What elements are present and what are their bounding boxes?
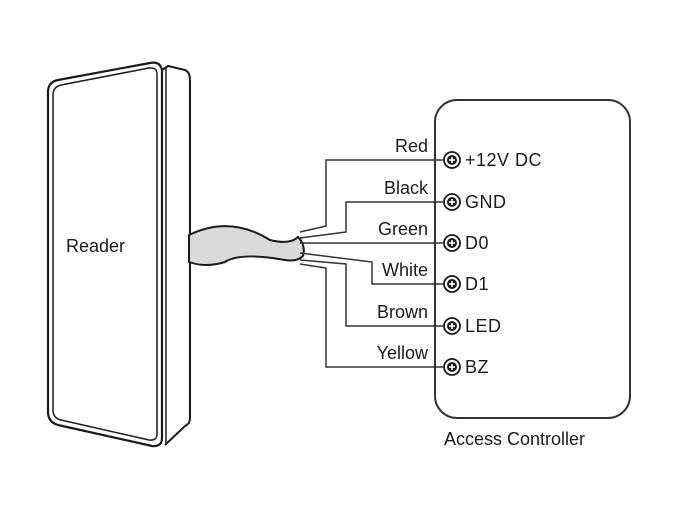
reader-label: Reader	[66, 236, 126, 256]
wire-label-white: White	[381, 260, 428, 280]
terminal-screw-icon	[443, 275, 461, 293]
cable	[188, 225, 305, 266]
wire-label-black: Black	[383, 178, 428, 198]
terminal-screw-icon	[443, 317, 461, 335]
controller-box	[434, 99, 631, 419]
terminal-label-bz: BZ	[465, 357, 490, 377]
wire-yellow	[299, 263, 443, 368]
wire-white	[299, 252, 443, 285]
terminal-label-led: LED	[465, 316, 502, 336]
wire-brown	[299, 259, 443, 327]
terminal-label-d0: D0	[465, 233, 490, 253]
terminal-screw-icon	[443, 151, 461, 169]
wire-red	[299, 159, 443, 233]
terminal-screw-icon	[443, 193, 461, 211]
controller-label: Access Controller	[444, 429, 586, 449]
wire-black	[299, 201, 443, 239]
terminal-label-gnd: GND	[465, 192, 507, 212]
reader-device	[46, 61, 191, 448]
terminal-label--12v-dc: +12V DC	[465, 150, 543, 170]
wire-label-yellow: Yellow	[376, 343, 428, 363]
wire-label-red: Red	[394, 136, 428, 156]
wire-label-green: Green	[377, 219, 428, 239]
terminal-screw-icon	[443, 234, 461, 252]
terminal-label-d1: D1	[465, 274, 490, 294]
terminal-screw-icon	[443, 358, 461, 376]
wire-label-brown: Brown	[376, 302, 428, 322]
